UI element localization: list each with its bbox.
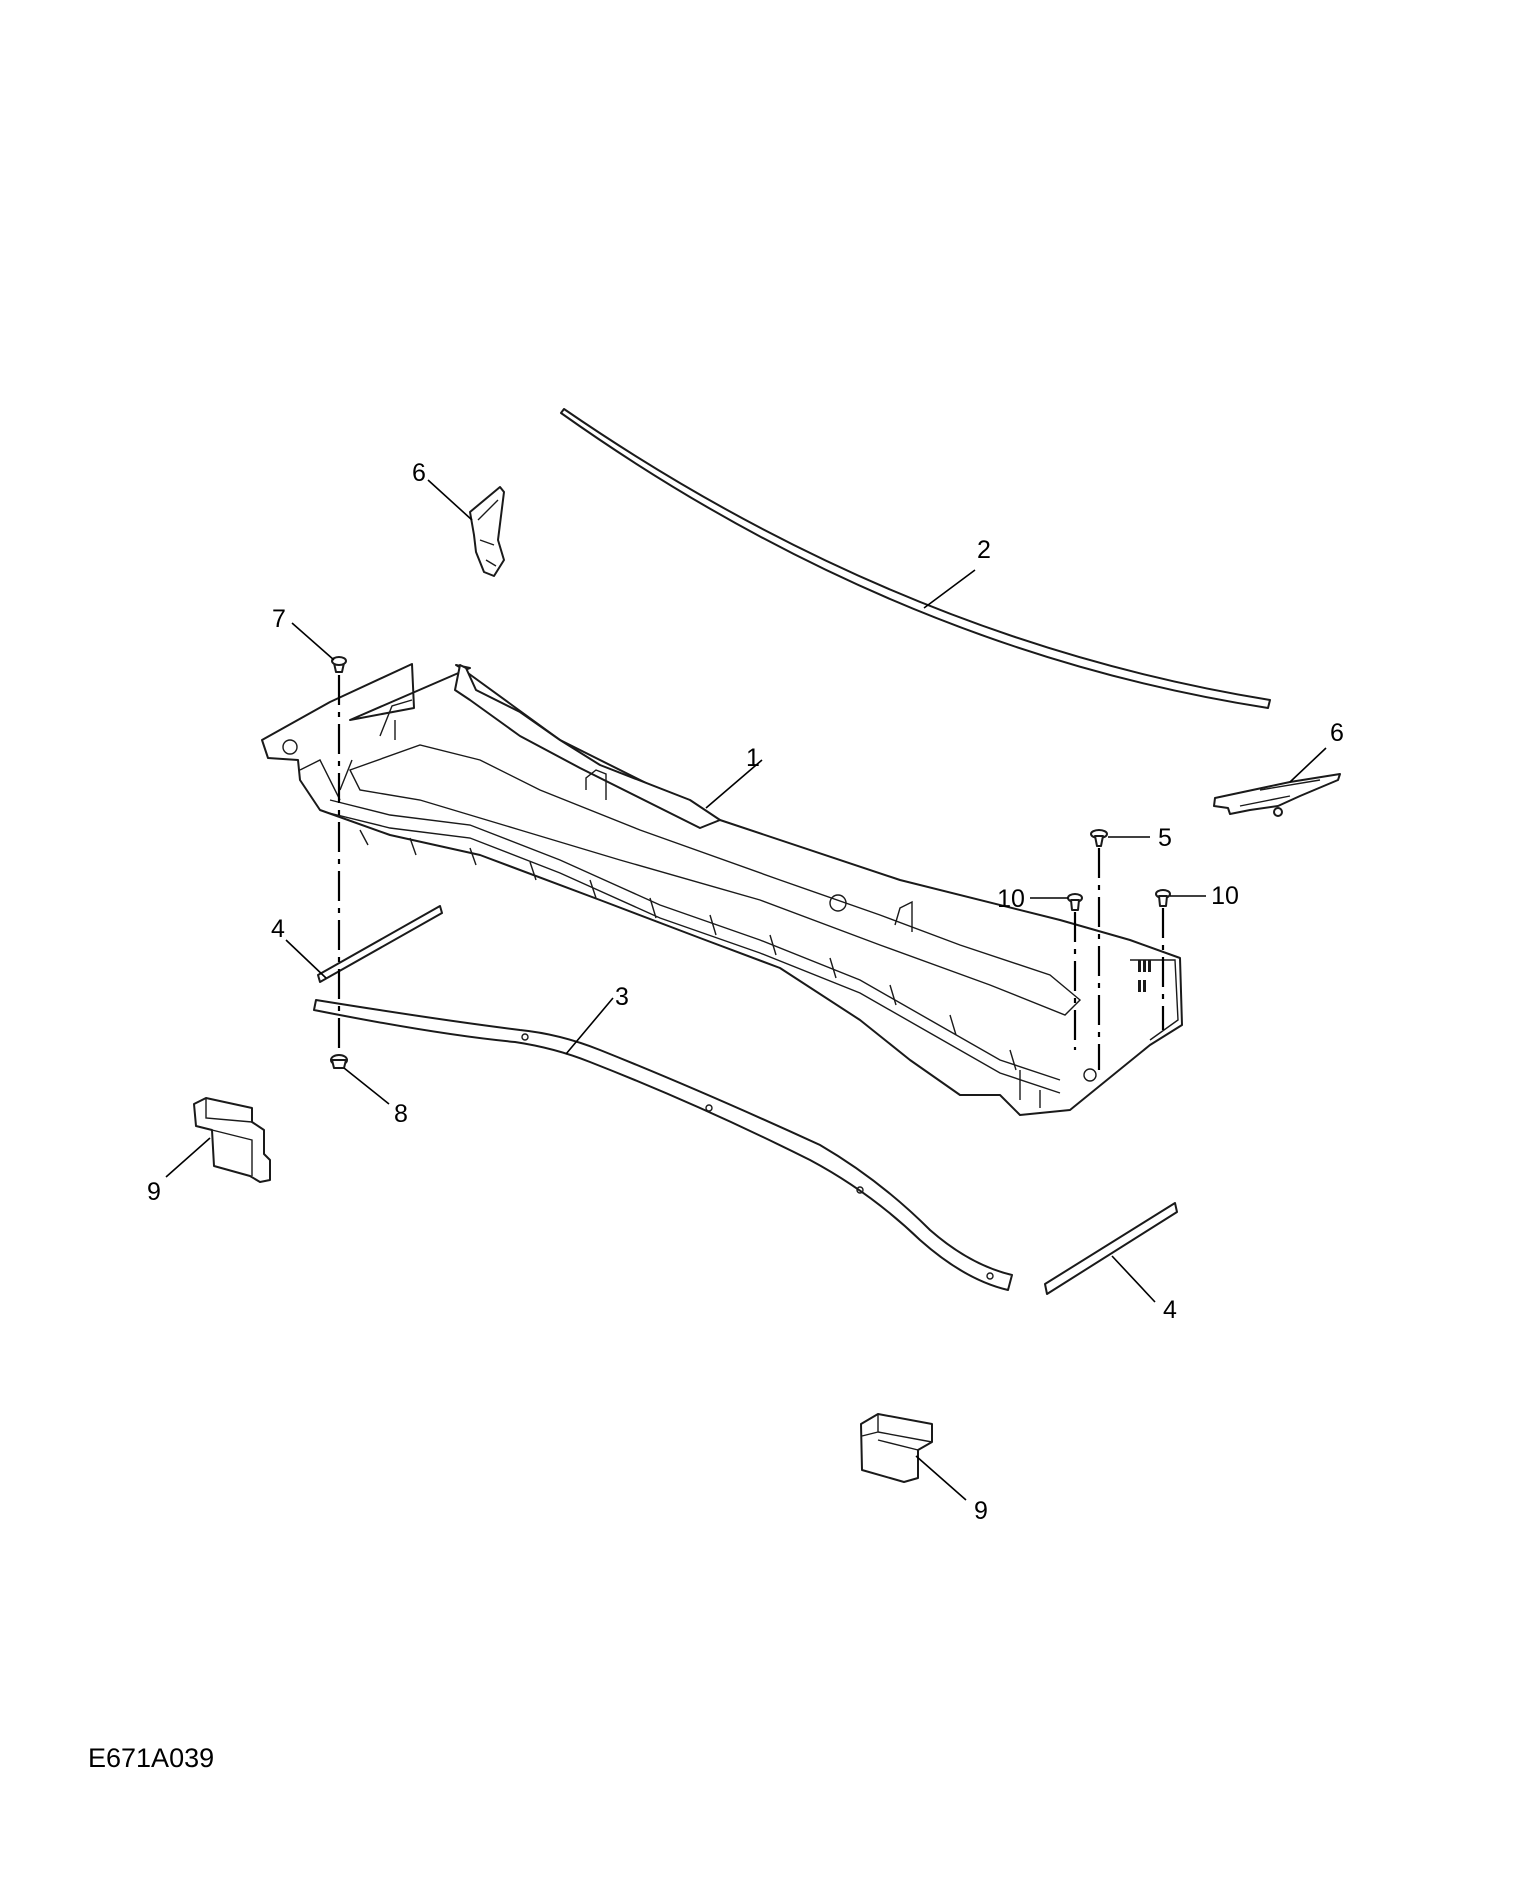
callout-1: 1: [746, 744, 760, 772]
part-4-right-strip: [1044, 1202, 1178, 1295]
callout-4-upper: 4: [271, 915, 285, 943]
assembly-axes: [337, 675, 1165, 1070]
callout-9-right: 9: [974, 1497, 988, 1525]
callout-5: 5: [1158, 824, 1172, 852]
callout-4-lower: 4: [1163, 1296, 1177, 1324]
leader-lines: [165, 479, 1327, 1501]
callout-10-right: 10: [1211, 882, 1239, 910]
callout-9-left: 9: [147, 1178, 161, 1206]
callout-6-right: 6: [1330, 719, 1344, 747]
part-4-left-strip: [317, 905, 443, 983]
part-6-left-bracket: [469, 486, 505, 577]
part-1-cowl-panel: [261, 663, 1183, 1116]
part-6-right-bracket: [1213, 773, 1341, 817]
callout-6-left: 6: [412, 459, 426, 487]
callout-7: 7: [272, 605, 286, 633]
callout-2: 2: [977, 536, 991, 564]
part-2-seal-strip: [560, 408, 1271, 709]
part-10-right-screw: [1155, 889, 1171, 907]
part-9-left-block: [193, 1097, 271, 1183]
callout-10-left: 10: [997, 885, 1025, 913]
part-8-nut: [330, 1054, 348, 1069]
illustration-code: E671A039: [88, 1743, 214, 1773]
part-10-left-screw: [1067, 893, 1083, 911]
part-9-right-block: [860, 1413, 933, 1483]
part-5-screw: [1090, 829, 1108, 847]
callout-3: 3: [615, 983, 629, 1011]
callouts: 1 2 3 4 4 5 6 6 7 8 9 9 10 10: [147, 459, 1344, 1525]
callout-8: 8: [394, 1100, 408, 1128]
part-3-lower-seal: [313, 999, 1013, 1291]
part-7-clip: [331, 656, 347, 673]
